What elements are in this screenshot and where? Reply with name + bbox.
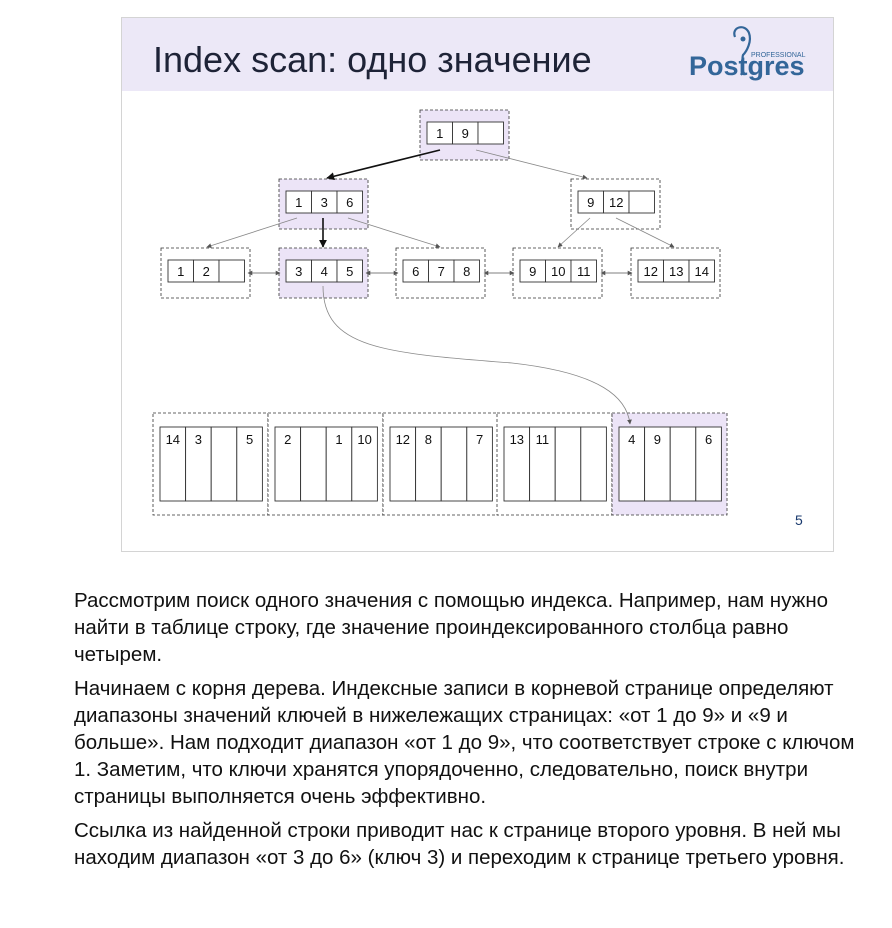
heap-cell (580, 426, 607, 502)
heap-cell (300, 426, 327, 502)
tree-edges (206, 149, 675, 425)
heap-value: 2 (284, 432, 291, 447)
leaf-node-cell (688, 259, 715, 283)
heap-cell (389, 426, 417, 502)
heap-cell (644, 426, 671, 502)
leaf-node-key: 10 (551, 264, 565, 279)
level2-node-key: 1 (295, 195, 302, 210)
level2-node-cell (336, 190, 363, 214)
heap-cell (159, 426, 187, 502)
leaf-node-key: 8 (463, 264, 470, 279)
level2-node-key: 9 (587, 195, 594, 210)
leaf-node-cell (453, 259, 480, 283)
level2-node-key: 12 (609, 195, 623, 210)
level2-node-key: 6 (346, 195, 353, 210)
heap-cell (440, 426, 468, 502)
heap-cell (351, 426, 378, 502)
heap-cell (695, 426, 722, 502)
heap-cell (503, 426, 531, 502)
edge-root-to-left (326, 149, 441, 181)
leaf-node-key: 14 (695, 264, 709, 279)
slide-header (122, 18, 833, 91)
heap-cell (529, 426, 556, 502)
level2-node-cell (628, 190, 655, 214)
logo-sub-text: PROFESSIONAL (751, 52, 806, 59)
leaf-node-key: 3 (295, 264, 302, 279)
heap-page: 14 3 5 (152, 412, 269, 516)
heap-value: 5 (246, 432, 253, 447)
heap-value: 13 (510, 432, 524, 447)
heap-page: 12 8 7 (382, 412, 499, 516)
slide: Index scan: одно значение Postgres PROFE… (121, 17, 834, 552)
leaf-node-key: 5 (346, 264, 353, 279)
leaf-node: 3 4 5 (278, 247, 369, 299)
leaf-node-key: 9 (529, 264, 536, 279)
root-node-key: 9 (462, 126, 469, 141)
leaf-node-key: 7 (438, 264, 445, 279)
edge-root-to-right (475, 149, 588, 180)
heap-value: 11 (536, 432, 550, 447)
leaf-node-cell (570, 259, 597, 283)
level2-node: 9 12 (570, 178, 661, 230)
heap-value: 12 (396, 432, 410, 447)
heap-page: 4 9 6 (611, 412, 728, 516)
heap-page: 13 11 (496, 412, 613, 516)
heap-cell (554, 426, 582, 502)
leaf-node-key: 12 (644, 264, 658, 279)
leaf-node-cell (218, 259, 245, 283)
level2-node-key: 3 (321, 195, 328, 210)
leaf-node-key: 11 (577, 264, 591, 279)
heap-cell (210, 426, 238, 502)
heap-cell (618, 426, 646, 502)
root-node-cell (477, 121, 504, 145)
heap-value: 4 (628, 432, 635, 447)
notes-paragraph-1: Рассмотрим поиск одного значения с помощ… (74, 589, 829, 666)
edge-l2a-to-leaf1 (206, 217, 298, 248)
heap-cell (236, 426, 263, 502)
heap-page: 2 1 10 (267, 412, 384, 516)
postgres-professional-logo: Postgres PROFESSIONAL (689, 26, 806, 81)
edge-l2a-to-leaf3 (347, 217, 441, 248)
heap-value: 10 (357, 432, 371, 447)
heap-value: 8 (425, 432, 432, 447)
leaf-node-cell (336, 259, 363, 283)
heap-value: 1 (335, 432, 342, 447)
logo-main-text: Postgres (689, 51, 805, 81)
heap-value: 6 (705, 432, 712, 447)
slide-number: 5 (795, 512, 803, 528)
heap-value: 7 (476, 432, 483, 447)
leaf-node-key: 2 (203, 264, 210, 279)
heap-value: 3 (195, 432, 202, 447)
heap-cell (466, 426, 493, 502)
notes-paragraph-2: Начинаем с корня дерева. Индексные запис… (74, 677, 855, 808)
root-node-key: 1 (436, 126, 443, 141)
edge-l2b-to-leaf4 (557, 217, 591, 248)
slide-title: Index scan: одно значение (153, 39, 592, 80)
heap-cell (669, 426, 697, 502)
heap-cell (274, 426, 302, 502)
leaf-node: 6 7 8 (395, 247, 486, 299)
leaf-node-key: 6 (412, 264, 419, 279)
heap-value: 9 (654, 432, 661, 447)
leaf-node: 9 10 11 (512, 247, 603, 299)
leaf-node-key: 4 (321, 264, 328, 279)
notes-paragraph-3: Ссылка из найденной строки приводит нас … (74, 819, 845, 870)
leaf-node: 12 13 14 (630, 247, 721, 299)
edge-l2b-to-leaf5 (615, 217, 675, 248)
leaf-node-key: 1 (177, 264, 184, 279)
leaf-node-key: 13 (669, 264, 683, 279)
speaker-notes: Рассмотрим поиск одного значения с помощ… (74, 588, 874, 880)
heap-cell (185, 426, 212, 502)
heap-value: 14 (166, 432, 180, 447)
edge-leaf-to-heap (322, 285, 632, 425)
